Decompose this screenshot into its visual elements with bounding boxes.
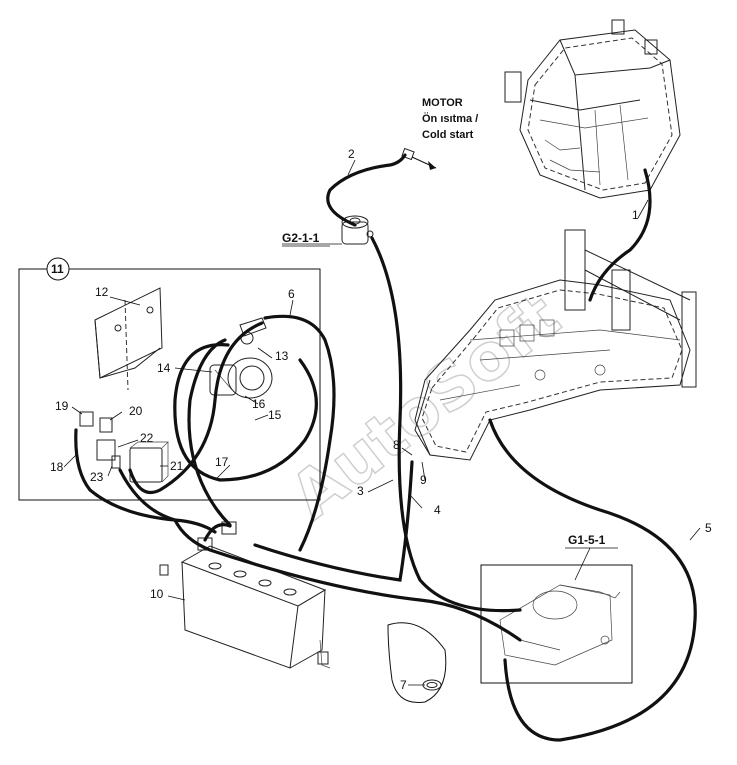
bracket bbox=[94, 287, 163, 391]
motor-note-line1: MOTOR bbox=[422, 97, 463, 109]
cables bbox=[74, 153, 697, 742]
callout-16: 16 bbox=[252, 397, 266, 411]
battery bbox=[159, 521, 331, 669]
callout-23: 23 bbox=[90, 470, 104, 484]
chassis-frame bbox=[414, 229, 697, 461]
callout-20: 20 bbox=[129, 404, 143, 418]
callout-21: 21 bbox=[170, 459, 184, 473]
callout-15: 15 bbox=[268, 408, 282, 422]
relay-group bbox=[79, 411, 169, 483]
callout-1: 1 bbox=[632, 208, 639, 222]
callout-22: 22 bbox=[140, 431, 154, 445]
callout-18: 18 bbox=[50, 460, 64, 474]
callout-11: 11 bbox=[51, 262, 64, 276]
callout-19: 19 bbox=[55, 399, 69, 413]
callout-12: 12 bbox=[95, 285, 109, 299]
callout-10: 10 bbox=[150, 587, 164, 601]
cab-illustration bbox=[504, 19, 681, 199]
callout-13: 13 bbox=[275, 349, 289, 363]
callout-4: 4 bbox=[434, 503, 441, 517]
callout-5: 5 bbox=[705, 521, 712, 535]
callout-3: 3 bbox=[357, 484, 364, 498]
glow-relay bbox=[209, 317, 273, 399]
callout-14: 14 bbox=[157, 361, 171, 375]
motor-note: MOTOR Ön ısıtma / Cold start bbox=[422, 97, 478, 141]
callout-9: 9 bbox=[420, 473, 427, 487]
detail-box-11 bbox=[18, 268, 321, 501]
callout-6: 6 bbox=[288, 287, 295, 301]
motor-note-line2: Ön ısıtma / bbox=[422, 112, 478, 125]
clamp-detail bbox=[387, 622, 447, 704]
callout-17: 17 bbox=[215, 455, 229, 469]
starter-motor bbox=[499, 584, 621, 666]
leader-lines bbox=[63, 159, 701, 686]
starter-detail-box bbox=[480, 564, 633, 684]
reference-g1-5-1: G1-5-1 bbox=[568, 533, 606, 547]
callout-2: 2 bbox=[348, 147, 355, 161]
reference-g2-1-1: G2-1-1 bbox=[282, 231, 320, 245]
motor-note-line3: Cold start bbox=[422, 129, 474, 141]
callout-7: 7 bbox=[400, 678, 407, 692]
callout-8: 8 bbox=[393, 438, 400, 452]
